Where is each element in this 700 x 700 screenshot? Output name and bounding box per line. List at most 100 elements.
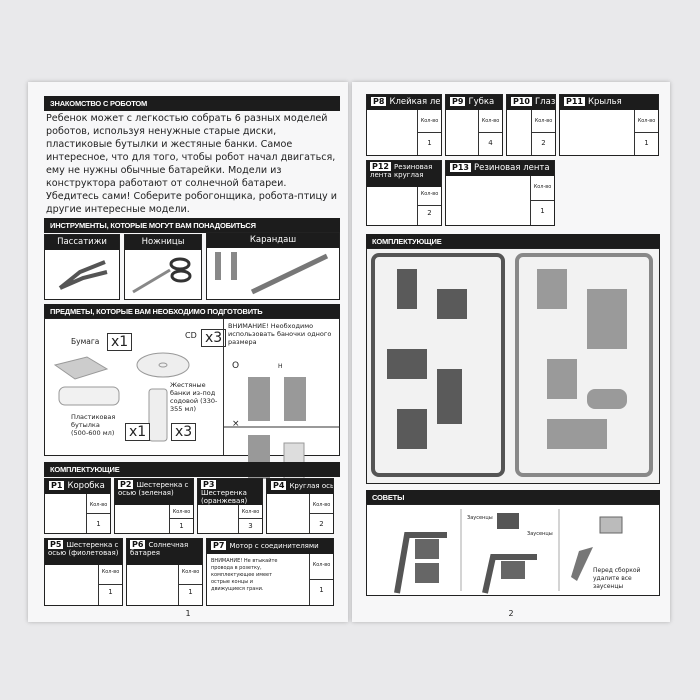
tips-box: Заусенцы Заусенцы Перед сборкой удалите …	[366, 504, 660, 596]
part-name: Глаза	[535, 97, 555, 107]
prepare-box: Бумага x1 CD x3 Пластиковая бутылка (500…	[44, 318, 340, 480]
part-id: P1	[49, 481, 65, 490]
tool-pliers-label: Пассатижи	[45, 235, 119, 250]
part-name: Губка	[468, 97, 495, 107]
qty-value: 1	[108, 588, 113, 596]
part-id: P8	[371, 97, 387, 106]
qty-value: 2	[427, 209, 432, 217]
part-id: P13	[450, 163, 471, 172]
burr-label: Заусенцы	[527, 531, 553, 537]
part-name: Крылья	[588, 97, 622, 107]
left-page: ЗНАКОМСТВО С РОБОТОМ Ребенок может с лег…	[28, 82, 348, 622]
part-name: Шестеренка (оранжевая)	[201, 489, 248, 505]
cd-quantity: x3	[201, 329, 227, 347]
page-number: 2	[508, 609, 514, 618]
part-id: P3	[201, 480, 217, 489]
cans-label: Жестяные банки из-под содовой (330-355 м…	[170, 381, 218, 413]
tool-scissors-label: Ножницы	[125, 235, 201, 250]
sprue-illustration	[366, 248, 660, 484]
tool-pencil: Карандаш	[206, 232, 340, 300]
qty-label: Кол-во	[418, 187, 441, 206]
bottle-label: Пластиковая бутылка (500-600 мл)	[71, 413, 116, 437]
components-heading: КОМПЛЕКТУЮЩИЕ	[366, 234, 660, 249]
part-P3: P3Шестеренка (оранжевая)Кол-во 3	[197, 478, 263, 534]
qty-label: Кол-во	[635, 110, 658, 133]
bottle-quantity: x1	[125, 423, 151, 441]
can-warning: ВНИМАНИЕ! Необходимо использовать баночк…	[228, 322, 332, 346]
qty-value: 3	[248, 522, 253, 530]
part-name: Солнечная батарея	[130, 541, 189, 557]
pencil-icon	[215, 252, 329, 295]
tool-pencil-label: Карандаш	[207, 233, 339, 248]
burr-label: Заусенцы	[467, 515, 493, 521]
intro-text: Ребенок может с легкостью собрать 6 разн…	[46, 113, 338, 215]
prepare-heading: ПРЕДМЕТЫ, КОТОРЫЕ ВАМ НЕОБХОДИМО ПОДГОТО…	[44, 304, 340, 319]
part-id: P9	[450, 97, 466, 106]
part-id: P11	[564, 97, 585, 106]
height-label: H	[278, 363, 283, 370]
part-name: Мотор с соединителями	[229, 542, 319, 550]
qty-value: 2	[319, 519, 324, 528]
tips-illustration	[394, 509, 623, 594]
part-id: P2	[118, 480, 134, 489]
qty-value: 1	[188, 588, 193, 596]
tool-scissors: Ножницы	[124, 234, 202, 300]
part-name: Резиновая лента	[474, 163, 550, 173]
part-name: Резиновая лента круглая	[370, 163, 433, 179]
qty-label: Кол-во	[87, 494, 110, 514]
qty-value: 1	[96, 519, 101, 528]
page-number: 1	[185, 609, 191, 618]
tools-heading: ИНСТРУМЕНТЫ, КОТОРЫЕ МОГУТ ВАМ ПОНАДОБИТ…	[44, 218, 340, 233]
items-illustration	[53, 352, 190, 442]
can-size-panel: ВНИМАНИЕ! Необходимо использовать баночк…	[223, 319, 340, 480]
qty-label: Кол-во	[239, 505, 262, 519]
cans-quantity: x3	[171, 423, 197, 441]
wrong-mark: ×	[232, 419, 240, 429]
qty-value: 4	[488, 138, 493, 147]
tool-pliers: Пассатижи	[44, 234, 120, 300]
qty-value: 1	[427, 138, 432, 147]
intro-heading: ЗНАКОМСТВО С РОБОТОМ	[44, 96, 340, 111]
part-name: Клейкая лента	[389, 97, 441, 107]
qty-label: Кол-во	[99, 565, 122, 585]
part-id: P4	[271, 481, 287, 490]
paper-quantity: x1	[107, 333, 133, 351]
qty-label: Кол-во	[310, 494, 333, 514]
qty-value: 1	[319, 585, 324, 594]
part-id: P6	[130, 540, 146, 549]
tips-heading: СОВЕТЫ	[366, 490, 660, 505]
part-id: P10	[511, 97, 532, 106]
qty-value: 2	[541, 138, 546, 147]
part-id: P7	[211, 541, 227, 550]
sprue-frames-image	[371, 253, 653, 477]
qty-label: Кол-во	[179, 565, 202, 585]
part-id: P5	[48, 540, 64, 549]
qty-label: Кол-во	[170, 505, 193, 519]
paper-label: Бумага	[71, 337, 100, 346]
qty-label: Кол-во	[532, 110, 555, 133]
part-name: Шестеренка с осью (фиолетовая)	[48, 541, 119, 557]
scissors-icon	[132, 257, 192, 294]
qty-label: Кол-во	[531, 176, 554, 201]
qty-value: 1	[179, 522, 184, 530]
cd-label: CD	[185, 331, 197, 340]
pliers-icon	[58, 260, 108, 290]
parts-heading: КОМПЛЕКТУЮЩИЕ	[44, 462, 340, 477]
qty-value: 1	[540, 206, 545, 215]
tip-note: Перед сборкой удалите все заусенцы	[593, 567, 641, 590]
part-name: Круглая ось	[289, 482, 333, 490]
part-name: Шестеренка с осью (зеленая)	[118, 481, 189, 497]
part-name: Коробка	[67, 481, 105, 491]
